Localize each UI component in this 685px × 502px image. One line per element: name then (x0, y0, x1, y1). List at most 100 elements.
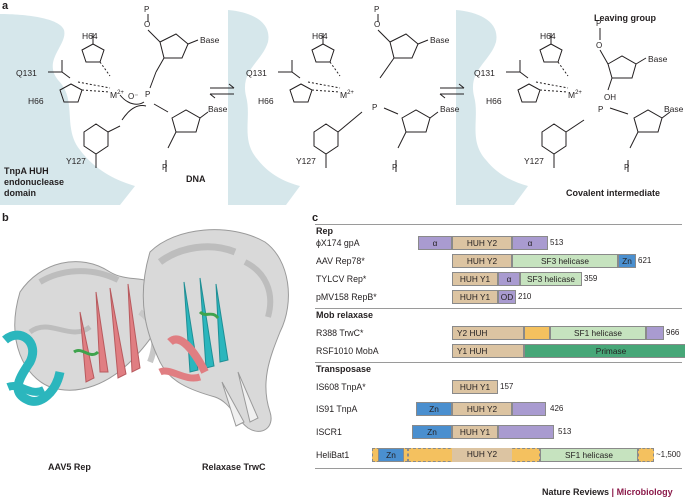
domain-huh: HUH Y2 (452, 448, 512, 462)
metal-label-right: M2+ (568, 90, 582, 100)
domain-huh: HUH Y2 (452, 236, 512, 250)
protein-surface-right (456, 10, 528, 205)
phosphate-p-bottom-left: P (162, 163, 167, 172)
sugar-top-left (159, 33, 189, 59)
base-label-4: Base (440, 104, 460, 114)
protein-name: ISCR1 (316, 427, 342, 437)
journal-section: Microbiology (616, 487, 673, 497)
h66-label-middle: H66 (258, 96, 274, 106)
protein-name: R388 TrwC* (316, 328, 364, 338)
leaving-group-label: Leaving group (594, 13, 657, 23)
svg-text:P: P (596, 19, 601, 28)
relaxase-trwc-caption: Relaxase TrwC (202, 462, 266, 472)
section-title-mob: Mob relaxase (316, 310, 374, 320)
domain-huh: HUH Y1 (452, 425, 498, 439)
phosphorus-right: P (598, 105, 603, 114)
credit-separator: | (611, 487, 615, 497)
protein-name: HeliBat1 (316, 450, 350, 460)
domain-zn: Zn (618, 254, 636, 268)
protein-name: RSF1010 MobA (316, 346, 379, 356)
metal-label-middle: M2+ (340, 90, 354, 100)
section-title-rep: Rep (316, 226, 334, 236)
domain-huh: HUH Y1 (452, 380, 498, 394)
q131-label-left: Q131 (16, 68, 37, 78)
protein-surface-left (0, 14, 135, 205)
h66-label-left: H66 (28, 96, 44, 106)
h64-imidazole (81, 43, 105, 63)
dna-label: DNA (186, 174, 206, 184)
domain-alpha (512, 402, 546, 416)
base-label-1: Base (200, 35, 220, 45)
relaxase-trwc-structure (142, 229, 289, 432)
y127-label-left: Y127 (66, 156, 86, 166)
protein-length: 966 (666, 328, 680, 337)
domain-zn: Zn (416, 402, 452, 416)
oxygen-top-left: O (144, 20, 150, 29)
oh-leaving: OH (604, 93, 616, 102)
h64-label-middle: H64 (312, 31, 328, 41)
y127-label-right: Y127 (524, 156, 544, 166)
h66-label-right: H66 (486, 96, 502, 106)
journal-credit: Nature Reviews | Microbiology (542, 487, 673, 497)
base-label-2: Base (208, 104, 228, 114)
section-rule (315, 308, 682, 309)
base-label-5: Base (648, 54, 668, 64)
protein-length: 513 (550, 238, 564, 247)
domain-huh: HUH Y1 (452, 272, 498, 286)
q131-label-right: Q131 (474, 68, 495, 78)
panel-label-b: b (2, 212, 9, 224)
svg-text:P: P (374, 5, 379, 14)
sugar-bottom-left (171, 109, 201, 133)
protein-name: TYLCV Rep* (316, 274, 367, 284)
section-rule (315, 224, 682, 225)
covalent-intermediate-label: Covalent intermediate (566, 188, 661, 198)
domain-sf1-helicase: SF1 helicase (540, 448, 638, 462)
protein-length: ~1,500 (656, 450, 681, 459)
domain-zn: Zn (412, 425, 452, 439)
svg-text:O: O (374, 20, 380, 29)
domain-sf3-helicase: SF3 helicase (520, 272, 582, 286)
domain-sf1-helicase: SF1 helicase (550, 326, 646, 340)
h64-label-right: H64 (540, 31, 556, 41)
protein-length: 359 (584, 274, 598, 283)
panel-label-a: a (2, 0, 9, 12)
domain-sf3-helicase: SF3 helicase (512, 254, 618, 268)
protein-name: pMV158 RepB* (316, 292, 377, 302)
domain-alpha: α (512, 236, 548, 250)
domain-alpha (498, 425, 554, 439)
o-minus-left: O⁻ (128, 92, 138, 101)
domain-primase-label: Primase (524, 344, 685, 358)
domain-huh: Y2 HUH (452, 326, 524, 340)
domain-label: TnpA HUH endonuclease domain (4, 166, 65, 198)
protein-name: IS91 TnpA (316, 404, 358, 414)
protein-structures (2, 229, 289, 432)
domain-orange (524, 326, 550, 340)
aav5-rep-caption: AAV5 Rep (48, 462, 91, 472)
domain-zn: Zn (378, 448, 404, 462)
phosphorus-middle: P (372, 103, 377, 112)
phosphate-p-top-left: P (144, 5, 149, 14)
domain-od: OD (498, 290, 516, 304)
reaction-scheme: P O P O⁻ P P O P P P O OH P P (0, 5, 671, 205)
svg-text:P: P (392, 163, 397, 172)
protein-length: 621 (638, 256, 652, 265)
base-label-6: Base (664, 104, 684, 114)
domain-alpha: α (418, 236, 452, 250)
y127-label-middle: Y127 (296, 156, 316, 166)
journal-name: Nature Reviews (542, 487, 610, 497)
section-rule (315, 362, 682, 363)
protein-surface-middle (228, 10, 300, 205)
svg-text:P: P (624, 163, 629, 172)
protein-name: IS608 TnpA* (316, 382, 366, 392)
svg-text:O: O (596, 41, 602, 50)
phosphorus-left: P (145, 90, 150, 99)
domain-huh: HUH Y1 (452, 290, 498, 304)
protein-length: 426 (550, 404, 564, 413)
protein-name: ϕX174 gpA (316, 238, 360, 248)
protein-length: 513 (558, 427, 572, 436)
section-rule (315, 468, 682, 469)
y127-phenol (83, 123, 109, 155)
protein-length: 157 (500, 382, 514, 391)
h66-imidazole (59, 83, 83, 103)
domain-orange (638, 448, 654, 462)
